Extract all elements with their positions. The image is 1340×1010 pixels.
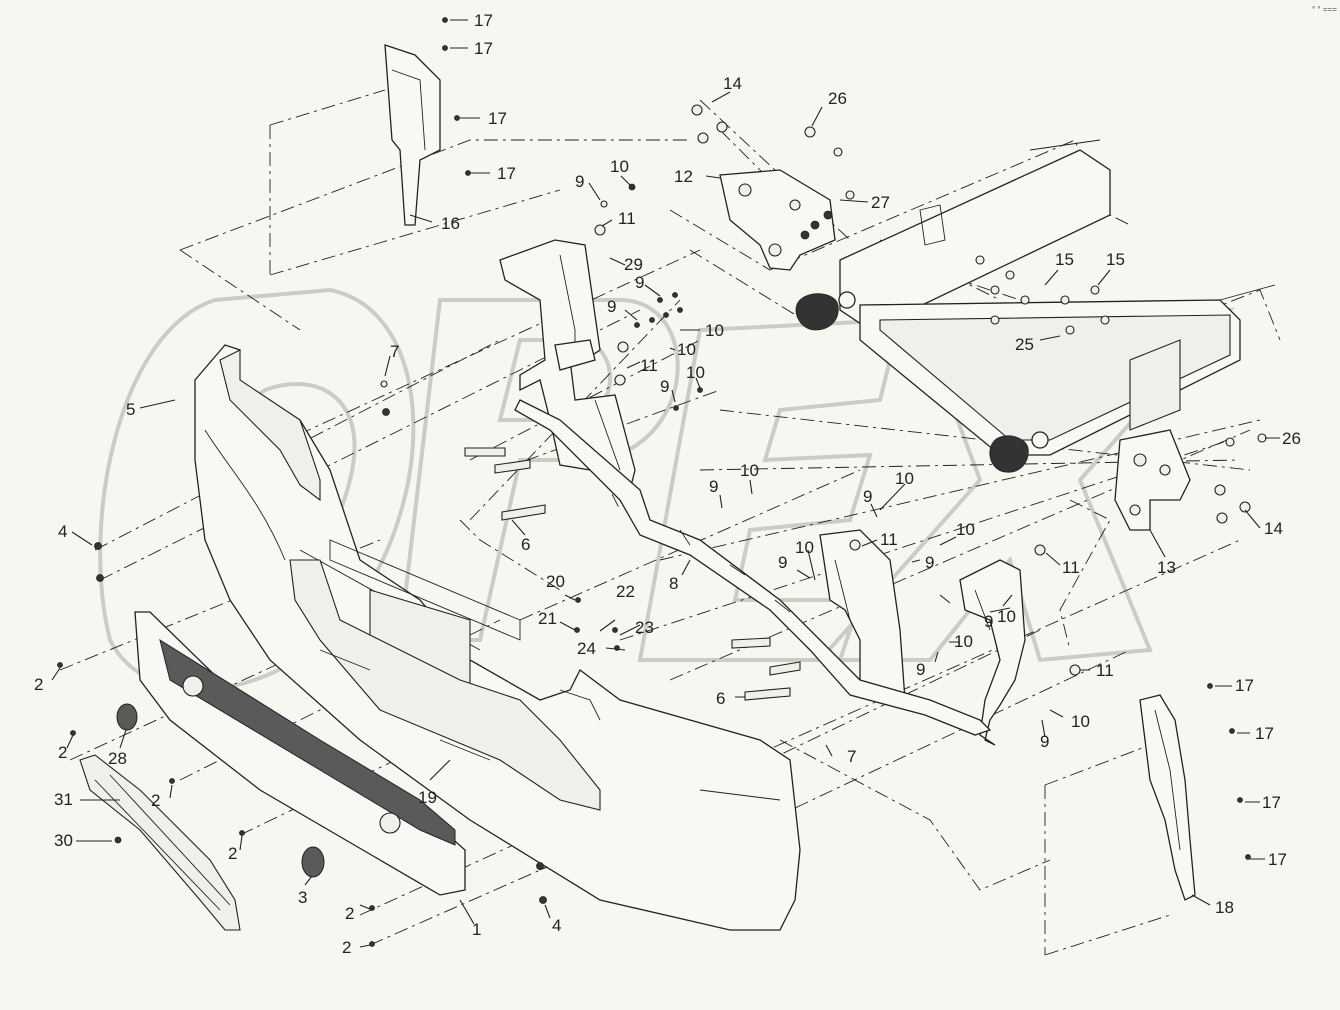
label-10: 10 [677, 340, 696, 359]
label-9: 9 [660, 377, 669, 396]
label-9: 9 [863, 487, 872, 506]
label-9: 9 [575, 172, 584, 191]
label-17: 17 [474, 11, 493, 30]
corner-mark: ° ° === [1312, 5, 1337, 14]
label-6: 6 [521, 535, 530, 554]
bumper-insert-19 [289, 559, 601, 811]
mount-bracket-12 [719, 169, 836, 271]
label-10: 10 [954, 632, 973, 651]
label-28: 28 [108, 749, 127, 768]
label-9: 9 [778, 553, 787, 572]
label-17: 17 [1235, 676, 1254, 695]
label-10: 10 [956, 520, 975, 539]
label-22: 22 [616, 582, 635, 601]
label-2: 2 [58, 743, 67, 762]
label-9: 9 [984, 612, 993, 631]
label-25: 25 [1015, 335, 1034, 354]
label-29: 29 [624, 255, 643, 274]
support-bracket-left [499, 239, 636, 491]
label-10: 10 [740, 461, 759, 480]
label-9: 9 [709, 477, 718, 496]
label-19: 19 [418, 788, 437, 807]
label-3: 3 [298, 888, 307, 907]
label-10: 10 [997, 607, 1016, 626]
label-27: 27 [871, 193, 890, 212]
label-17: 17 [1268, 850, 1287, 869]
label-2: 2 [228, 844, 237, 863]
label-2: 2 [345, 904, 354, 923]
callout-labels: 17 17 17 17 16 14 26 12 27 10 9 11 29 9 … [34, 11, 1301, 957]
label-7: 7 [847, 747, 856, 766]
label-17: 17 [488, 109, 507, 128]
label-5: 5 [126, 400, 135, 419]
label-2: 2 [342, 938, 351, 957]
label-10: 10 [686, 363, 705, 382]
label-10: 10 [795, 538, 814, 557]
label-26: 26 [828, 89, 847, 108]
end-cap-18 [1139, 694, 1196, 901]
support-beam-8 [514, 399, 992, 736]
label-30: 30 [54, 831, 73, 850]
label-7: 7 [390, 342, 399, 361]
label-24: 24 [577, 639, 596, 658]
leader-lines [51, 19, 1280, 948]
label-17: 17 [1262, 793, 1281, 812]
fog-cover-3 [301, 846, 325, 878]
label-2: 2 [151, 791, 160, 810]
bumper-shell-5 [194, 344, 801, 931]
label-1: 1 [472, 920, 481, 939]
mount-bracket-13 [1114, 429, 1191, 531]
label-4: 4 [552, 916, 561, 935]
label-15: 15 [1106, 250, 1125, 269]
label-14: 14 [1264, 519, 1283, 538]
label-9: 9 [635, 273, 644, 292]
end-cap-16 [384, 44, 441, 226]
label-17: 17 [1255, 724, 1274, 743]
label-10: 10 [610, 157, 629, 176]
label-8: 8 [669, 574, 678, 593]
label-20: 20 [546, 572, 565, 591]
label-12: 12 [674, 167, 693, 186]
label-11: 11 [1062, 558, 1080, 577]
label-15: 15 [1055, 250, 1074, 269]
lower-trim-31 [79, 754, 241, 931]
label-16: 16 [441, 214, 460, 233]
label-18: 18 [1215, 898, 1234, 917]
label-9: 9 [925, 553, 934, 572]
label-17: 17 [474, 39, 493, 58]
label-10: 10 [1071, 712, 1090, 731]
label-9: 9 [607, 297, 616, 316]
label-26: 26 [1282, 429, 1301, 448]
label-10: 10 [895, 469, 914, 488]
label-9: 9 [916, 660, 925, 679]
label-2: 2 [34, 675, 43, 694]
frame-crossmember [795, 139, 1276, 473]
label-14: 14 [723, 74, 742, 93]
label-6: 6 [716, 689, 725, 708]
label-9: 9 [1040, 732, 1049, 751]
label-23: 23 [635, 618, 654, 637]
grille-panel-1 [134, 611, 466, 896]
label-11: 11 [880, 530, 898, 549]
label-31: 31 [54, 790, 73, 809]
label-11: 11 [1096, 661, 1114, 680]
label-17: 17 [497, 164, 516, 183]
label-10: 10 [705, 321, 724, 340]
label-11: 11 [618, 209, 636, 228]
fog-cover-28 [116, 703, 138, 731]
label-4: 4 [58, 522, 67, 541]
label-21: 21 [538, 609, 557, 628]
label-11: 11 [640, 356, 658, 375]
label-13: 13 [1157, 558, 1176, 577]
fasteners [57, 17, 1267, 947]
